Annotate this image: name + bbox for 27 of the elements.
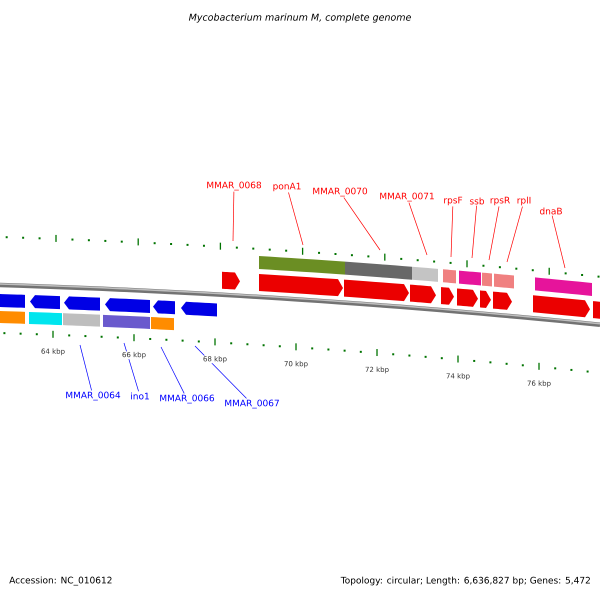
gene-label: MMAR_0068 (207, 182, 262, 190)
gene-label: dnaB (540, 208, 562, 214)
accession-text: Accession: NC_010612 (9, 576, 112, 586)
gene-label: ssb (470, 198, 484, 204)
leader-line (80, 344, 92, 391)
leader-line (488, 206, 500, 260)
topology-text: Topology: circular; Length: 6,636,827 bp; Genes: 5,472 (340, 576, 590, 586)
gene-label: MMAR_0066 (160, 394, 214, 404)
leader-line (552, 215, 566, 268)
title: Mycobacterium marinum M, complete genome (188, 13, 411, 23)
gene-label: rpsR (490, 196, 510, 206)
gene-label: rplI (518, 196, 530, 206)
gene-label: MMAR_0064 (66, 392, 120, 400)
leader-line (506, 206, 523, 262)
leader-line (344, 197, 380, 250)
leader-line (472, 205, 477, 258)
gene-label: ponA1 (273, 182, 301, 192)
gene-label: rpsF (444, 196, 462, 206)
leader-line (408, 202, 428, 256)
leader-line (232, 191, 234, 242)
gene-label: MMAR_0070 (313, 188, 368, 196)
gene-label: MMAR_0071 (380, 192, 434, 202)
leader-line (160, 346, 185, 394)
leader-line (450, 206, 454, 258)
leader-line (288, 192, 304, 246)
gene-label: ino1 (131, 392, 149, 400)
gene-label: MMAR_0067 (225, 400, 279, 408)
